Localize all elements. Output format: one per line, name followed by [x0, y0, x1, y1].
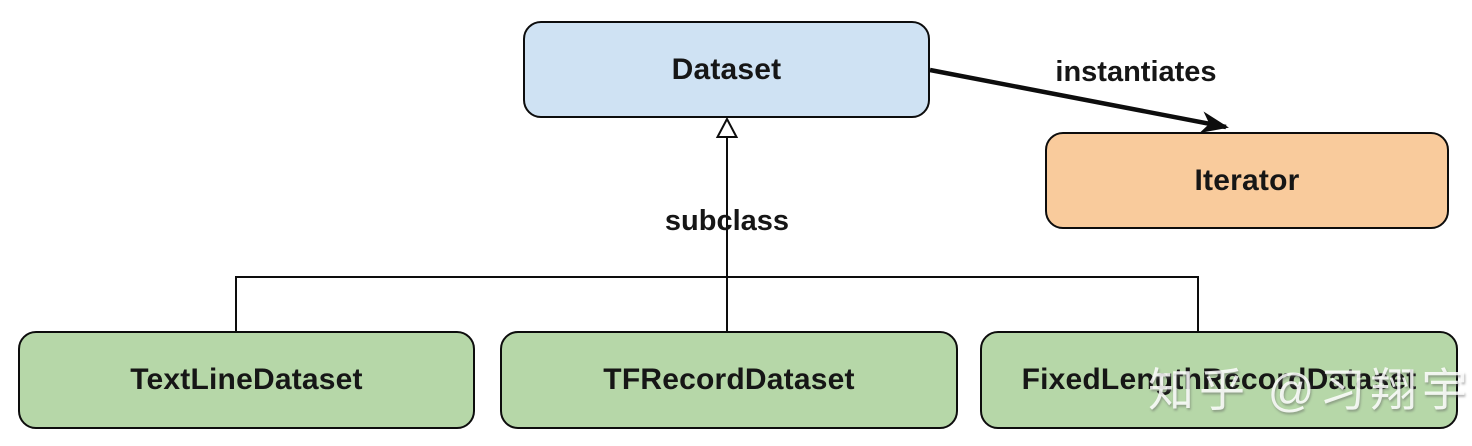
node-textline-dataset: TextLineDataset — [18, 331, 475, 429]
node-tfrecord-dataset-label: TFRecordDataset — [603, 363, 855, 396]
node-iterator: Iterator — [1045, 132, 1449, 229]
node-iterator-label: Iterator — [1194, 163, 1300, 197]
node-dataset: Dataset — [523, 21, 930, 118]
node-tfrecord-dataset: TFRecordDataset — [500, 331, 958, 429]
instantiates-edge-label: instantiates — [1055, 56, 1217, 88]
subclass-edge-label: subclass — [664, 205, 790, 237]
instantiates-arrow — [929, 67, 1229, 134]
subclass-tree-connector — [235, 276, 1199, 331]
node-textline-dataset-label: TextLineDataset — [130, 363, 363, 396]
node-fixedlength-record-dataset: FixedLengthRecordDataset — [980, 331, 1458, 429]
node-fixedlength-record-dataset-label: FixedLengthRecordDataset — [1021, 363, 1417, 396]
inheritance-triangle-icon — [715, 116, 739, 138]
node-dataset-label: Dataset — [671, 52, 782, 86]
